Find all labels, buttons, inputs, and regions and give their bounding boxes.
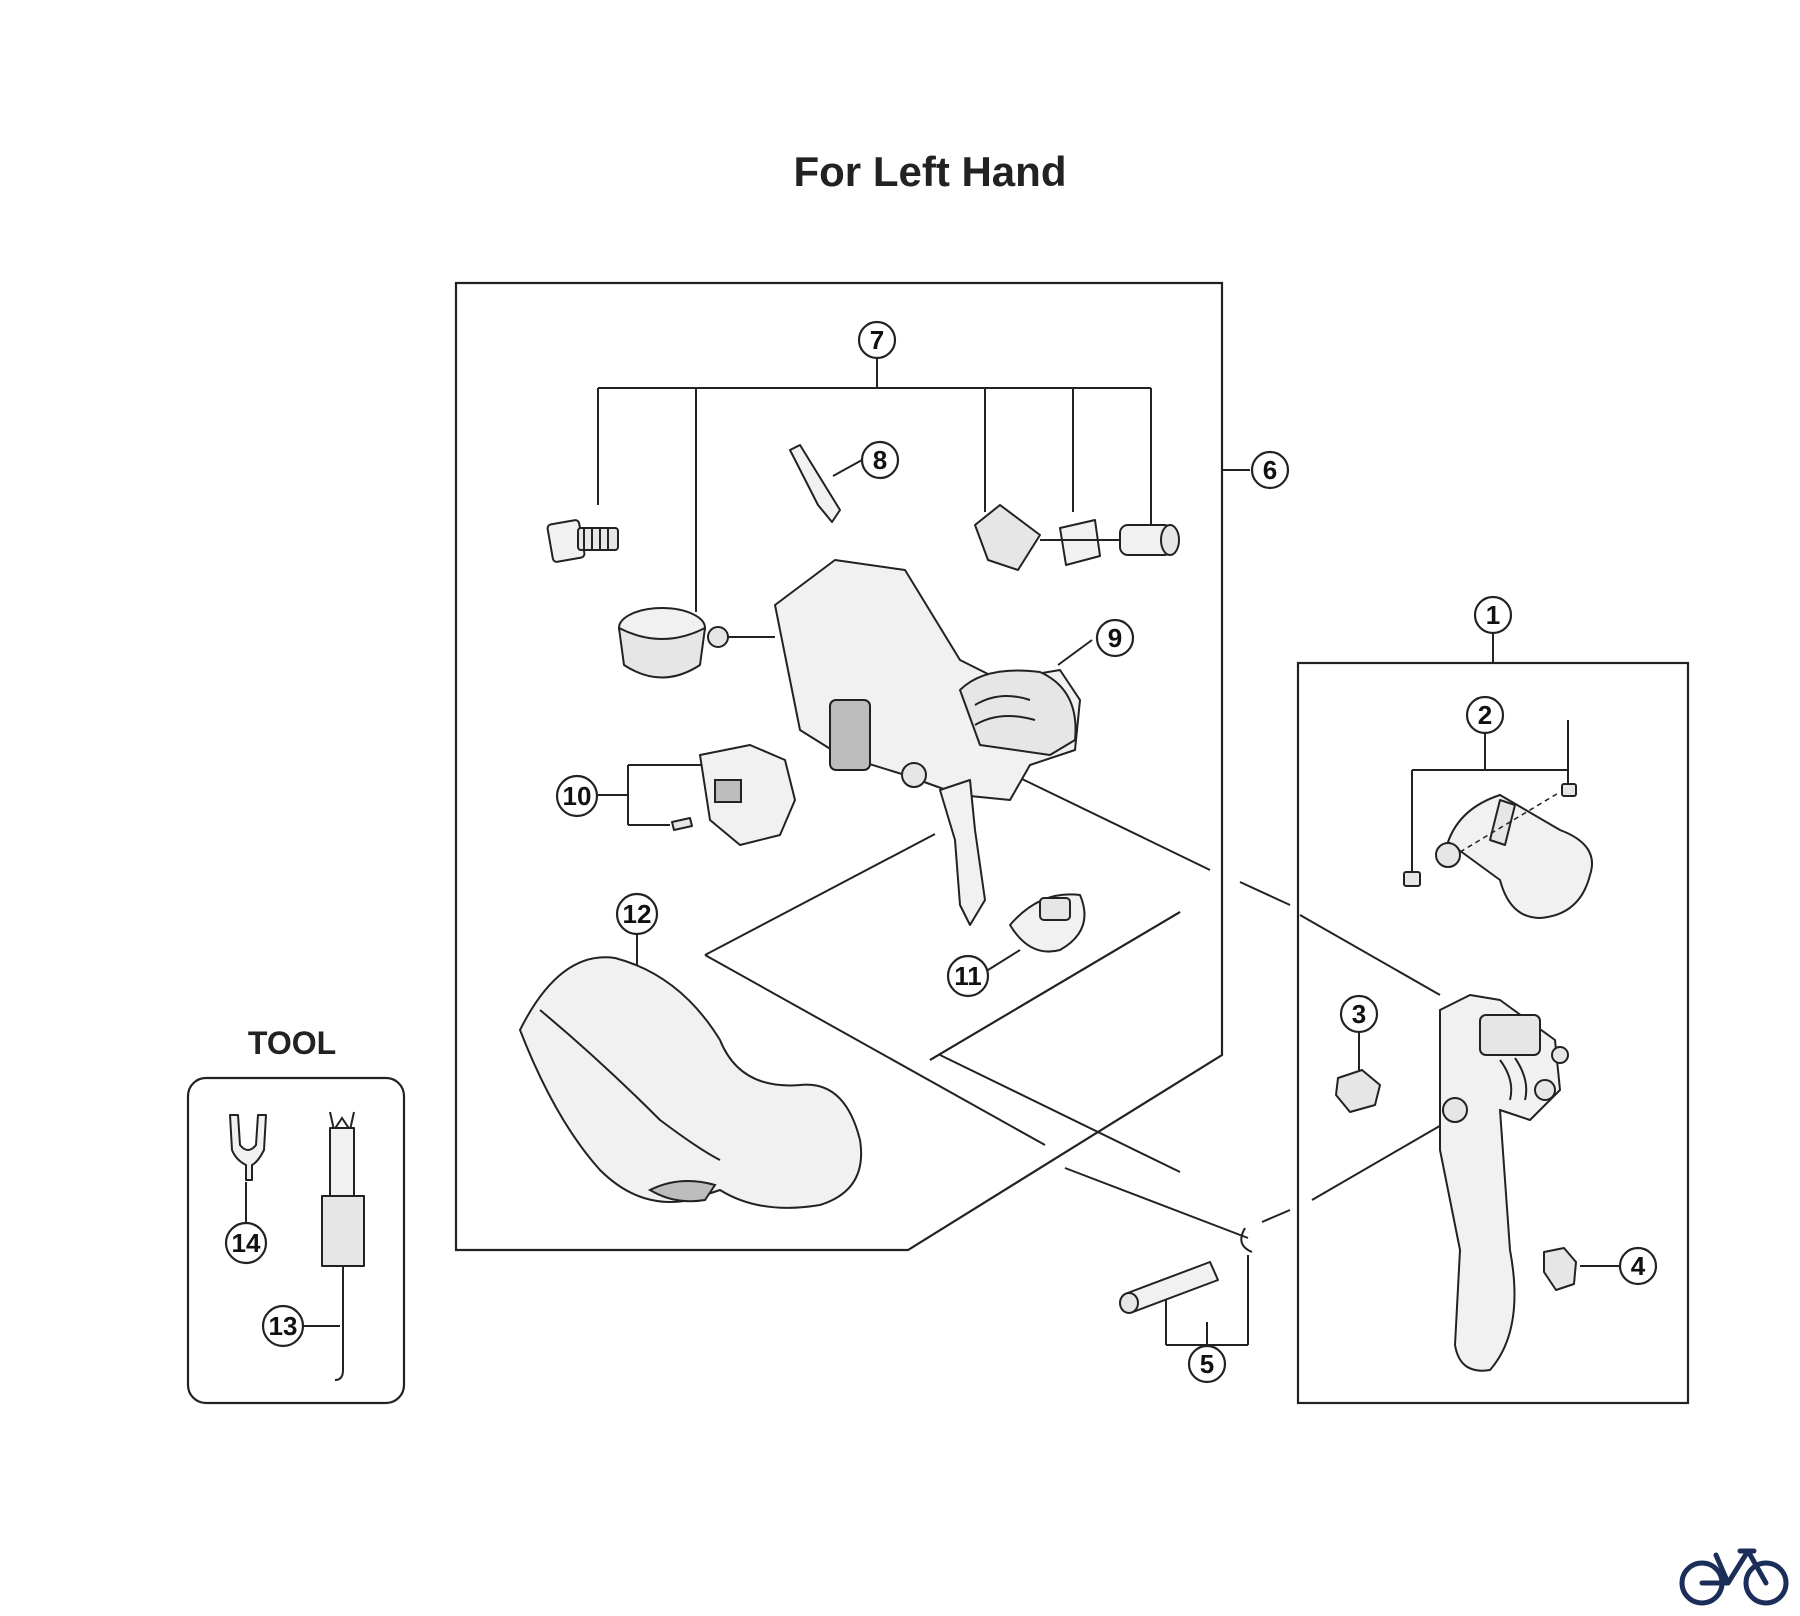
diagram-title: For Left Hand — [794, 148, 1067, 195]
svg-text:12: 12 — [623, 899, 652, 929]
main-bracket-body-part — [707, 559, 1081, 801]
brake-lever-part-1 — [1439, 994, 1569, 1372]
svg-text:9: 9 — [1108, 623, 1122, 653]
hood-cover-part-12 — [519, 956, 863, 1209]
callout-7: 7 — [857, 320, 897, 360]
callout-3: 3 — [1339, 994, 1379, 1034]
assembly-frame-6 — [454, 281, 1250, 1252]
clamp-bolt-part — [546, 519, 619, 563]
svg-text:13: 13 — [269, 1311, 298, 1341]
bicycle-icon — [1679, 1548, 1789, 1606]
svg-text:14: 14 — [232, 1228, 261, 1258]
pivot-pin-part-5 — [1119, 1227, 1253, 1314]
clamp-band-part — [618, 607, 706, 679]
clip-part-8 — [789, 444, 841, 523]
top-cover-part-2 — [1403, 783, 1593, 919]
svg-text:7: 7 — [870, 325, 884, 355]
svg-text:1: 1 — [1486, 600, 1500, 630]
callout-14: 14 — [224, 1221, 268, 1265]
svg-text:4: 4 — [1631, 1251, 1646, 1281]
callout-12: 12 — [615, 892, 659, 936]
svg-text:10: 10 — [563, 781, 592, 811]
callout-2: 2 — [1465, 695, 1505, 735]
svg-text:11: 11 — [954, 961, 982, 991]
svg-text:6: 6 — [1263, 455, 1277, 485]
svg-text:2: 2 — [1478, 700, 1492, 730]
callout-10: 10 — [555, 774, 599, 818]
assembly-frame-1 — [1296, 633, 1690, 1405]
callout-5: 5 — [1187, 1344, 1227, 1384]
callout-11: 11 — [946, 954, 990, 998]
inner-lever-part — [939, 779, 986, 926]
pad-part-11 — [1009, 893, 1086, 953]
stopper-part-4 — [1543, 1247, 1577, 1291]
svg-text:8: 8 — [873, 445, 887, 475]
cover-plate-part-10 — [671, 744, 796, 846]
callout-8: 8 — [860, 440, 900, 480]
callout-9: 9 — [1095, 618, 1135, 658]
leader-lines — [597, 358, 1620, 1346]
svg-text:3: 3 — [1352, 999, 1366, 1029]
adjuster-part-3 — [1335, 1069, 1381, 1113]
callout-6: 6 — [1250, 450, 1290, 490]
svg-text:5: 5 — [1200, 1349, 1214, 1379]
wedge-nut-parts — [974, 504, 1180, 571]
callout-13: 13 — [261, 1304, 305, 1348]
tool-title: TOOL — [248, 1025, 336, 1061]
callout-1: 1 — [1473, 595, 1513, 635]
tool-frame — [186, 1076, 406, 1405]
tool-driver-13 — [321, 1111, 365, 1381]
tool-fork-14 — [229, 1114, 267, 1181]
callout-4: 4 — [1618, 1246, 1658, 1286]
